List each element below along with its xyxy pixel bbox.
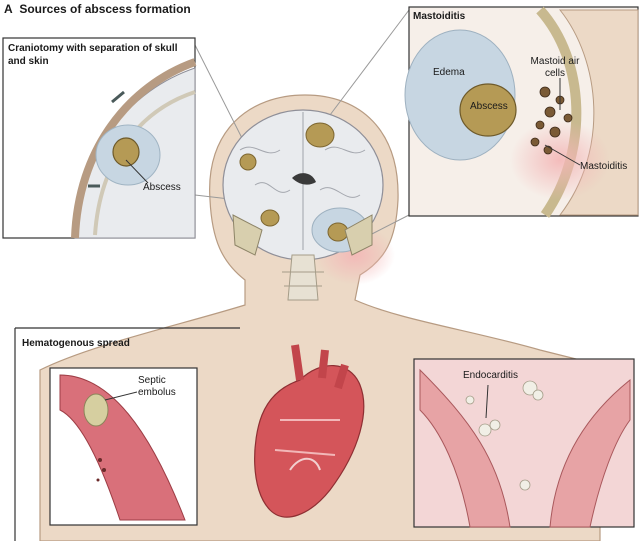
- mastoiditis-title: Mastoiditis: [413, 11, 466, 22]
- craniotomy-abscess-label: Abscess: [143, 182, 181, 193]
- septic-embolus-inset: [49, 367, 198, 526]
- craniotomy-title: Craniotomy with separation of skull and …: [8, 43, 178, 67]
- heart: [254, 344, 365, 518]
- mastoid-air-cells-label: Mastoid air cells: [530, 56, 580, 79]
- mastoiditis-label: Mastoiditis: [580, 161, 628, 172]
- hematogenous-title: Hematogenous spread: [22, 338, 130, 349]
- mastoiditis-inset: [404, 6, 639, 218]
- panel-letter: A: [4, 2, 13, 16]
- mastoid-abscess-label: Abscess: [470, 101, 508, 112]
- endocarditis-inset: [413, 358, 635, 528]
- craniotomy-inset: [2, 37, 197, 239]
- edema-label: Edema: [433, 67, 465, 78]
- septic-embolus-label: Septic embolus: [138, 375, 176, 398]
- panel-title-row: A Sources of abscess formation: [4, 2, 191, 16]
- coronal-brain: [222, 109, 384, 301]
- hematogenous-panel: [14, 327, 240, 541]
- panel-title: Sources of abscess formation: [19, 2, 191, 16]
- endocarditis-label: Endocarditis: [463, 370, 519, 381]
